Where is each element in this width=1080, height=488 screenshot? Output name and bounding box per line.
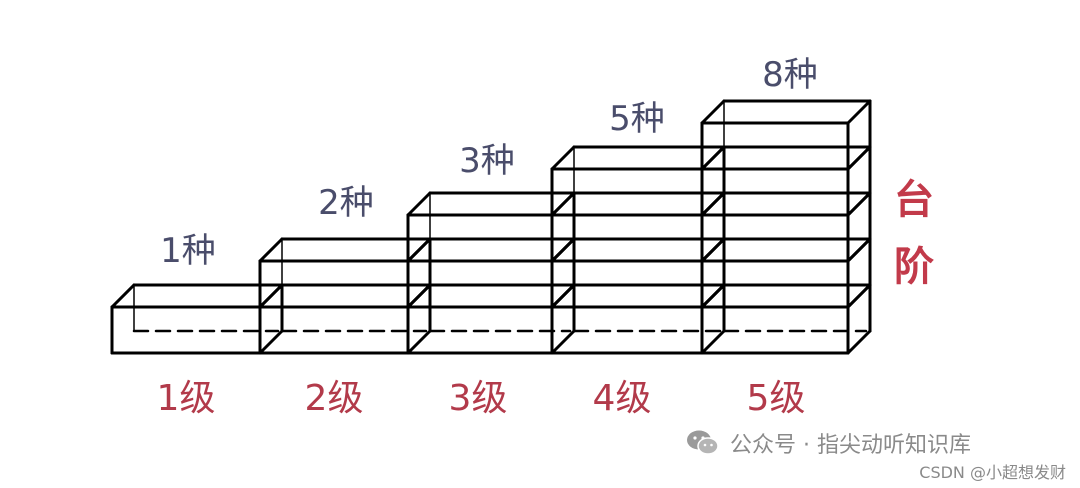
watermark-text: 公众号 · 指尖动听知识库 [730, 433, 971, 458]
box-7-edge-top-left [550, 237, 576, 263]
box-0-edge-top-left [110, 283, 136, 309]
level-label-3: 3级 [449, 378, 508, 419]
box-10-edge-top-left [700, 283, 726, 309]
credit-text: CSDN @小超想发财 [919, 463, 1066, 482]
wechat-icon [687, 430, 719, 455]
level-label-5: 5级 [747, 378, 806, 419]
step-count-label-4: 5种 [609, 99, 665, 139]
side-label-jie: 阶 [894, 244, 934, 290]
box-13-edge-bottom-right [846, 191, 872, 217]
box-3-edge-bottom-right [550, 329, 576, 355]
box-6-edge-top-left [550, 283, 576, 309]
box-9-edge-top-left [550, 145, 576, 171]
staircase-boxes [110, 99, 872, 355]
box-5-edge-top-left [406, 191, 432, 217]
box-11-edge-top-left [700, 237, 726, 263]
step-count-label-5: 8种 [762, 55, 818, 95]
box-12-edge-bottom-right [846, 237, 872, 263]
level-label-4: 4级 [593, 378, 652, 419]
step-count-label-3: 3种 [459, 141, 515, 181]
box-1-edge-bottom-right [406, 329, 432, 355]
box-1-edge-top-left [258, 283, 284, 309]
box-11-edge-bottom-right [846, 283, 872, 309]
box-12-edge-top-left [700, 191, 726, 217]
box-2-edge-top-left [258, 237, 284, 263]
step-count-label-1: 1种 [160, 231, 216, 271]
box-13-edge-top-left [700, 145, 726, 171]
box-14-edge-top-right [846, 99, 872, 125]
level-label-2: 2级 [305, 378, 364, 419]
side-label-tai: 台 [894, 177, 934, 223]
watermark: 公众号 · 指尖动听知识库 [686, 427, 971, 459]
box-3-edge-top-left [406, 283, 432, 309]
step-count-label-2: 2种 [318, 183, 374, 223]
box-14-edge-top-left [700, 99, 726, 125]
box-0-edge-bottom-right [258, 329, 284, 355]
level-label-1: 1级 [157, 378, 216, 419]
box-14-edge-bottom-right [846, 145, 872, 171]
box-6-edge-bottom-right [700, 329, 726, 355]
box-4-edge-top-left [406, 237, 432, 263]
box-8-edge-top-left [550, 191, 576, 217]
box-10-edge-bottom-right [846, 329, 872, 355]
